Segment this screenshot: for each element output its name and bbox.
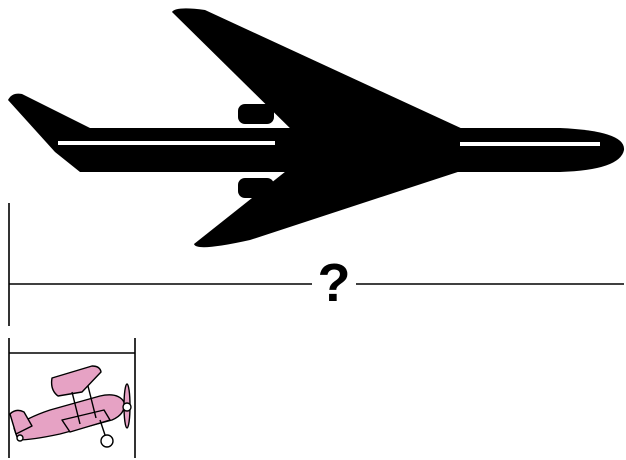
unknown-length-question-mark: ? <box>318 253 351 313</box>
jet-upper-wing <box>172 8 465 138</box>
jet-airliner-icon <box>8 8 624 247</box>
jet-engine-upper <box>238 104 274 124</box>
biplane-tail-wheel <box>17 435 23 441</box>
jet-lower-wing <box>194 160 470 247</box>
biplane-propeller-hub <box>123 403 131 411</box>
jet-length-measure <box>9 203 624 326</box>
biplane-icon <box>10 366 131 447</box>
biplane-wheel <box>101 435 113 447</box>
biplane-upper-wing <box>52 366 101 396</box>
jet-engine-lower <box>238 178 274 198</box>
